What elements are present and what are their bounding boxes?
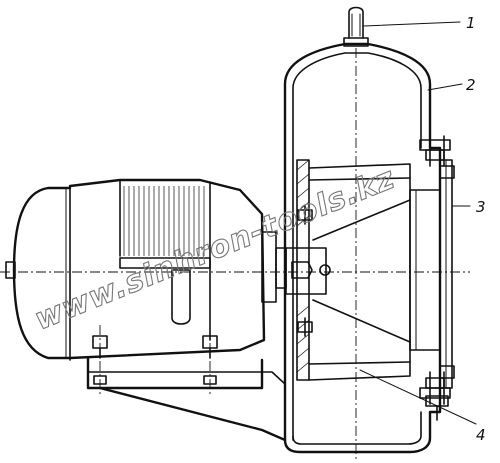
impeller-hub [285, 247, 327, 295]
callout-label-2: 2 [466, 76, 476, 94]
motor-base [86, 356, 264, 390]
callout-4: 4 [359, 369, 486, 444]
watermark-text: www.sinhron-tools.kz [30, 161, 400, 338]
cooling-fins [123, 186, 205, 256]
hub-bolt-top [297, 205, 313, 225]
callout-label-3: 3 [476, 198, 486, 216]
callout-2: 2 [427, 76, 476, 94]
base-bracket [98, 386, 287, 442]
electric-motor [5, 178, 287, 390]
terminal-box [171, 269, 191, 325]
callout-label-1: 1 [466, 14, 476, 32]
housing [283, 42, 455, 454]
top-valve [343, 6, 369, 47]
callout-3: 3 [451, 198, 486, 216]
cover-bolt-top [419, 135, 455, 179]
shaft-key [291, 261, 313, 279]
impeller [285, 159, 441, 381]
hub-bolt-bottom [297, 317, 313, 337]
callout-1: 1 [363, 14, 476, 32]
cover-bolt-bottom [419, 365, 455, 405]
callout-label-4: 4 [476, 426, 486, 444]
shaft-end-left [5, 261, 16, 279]
